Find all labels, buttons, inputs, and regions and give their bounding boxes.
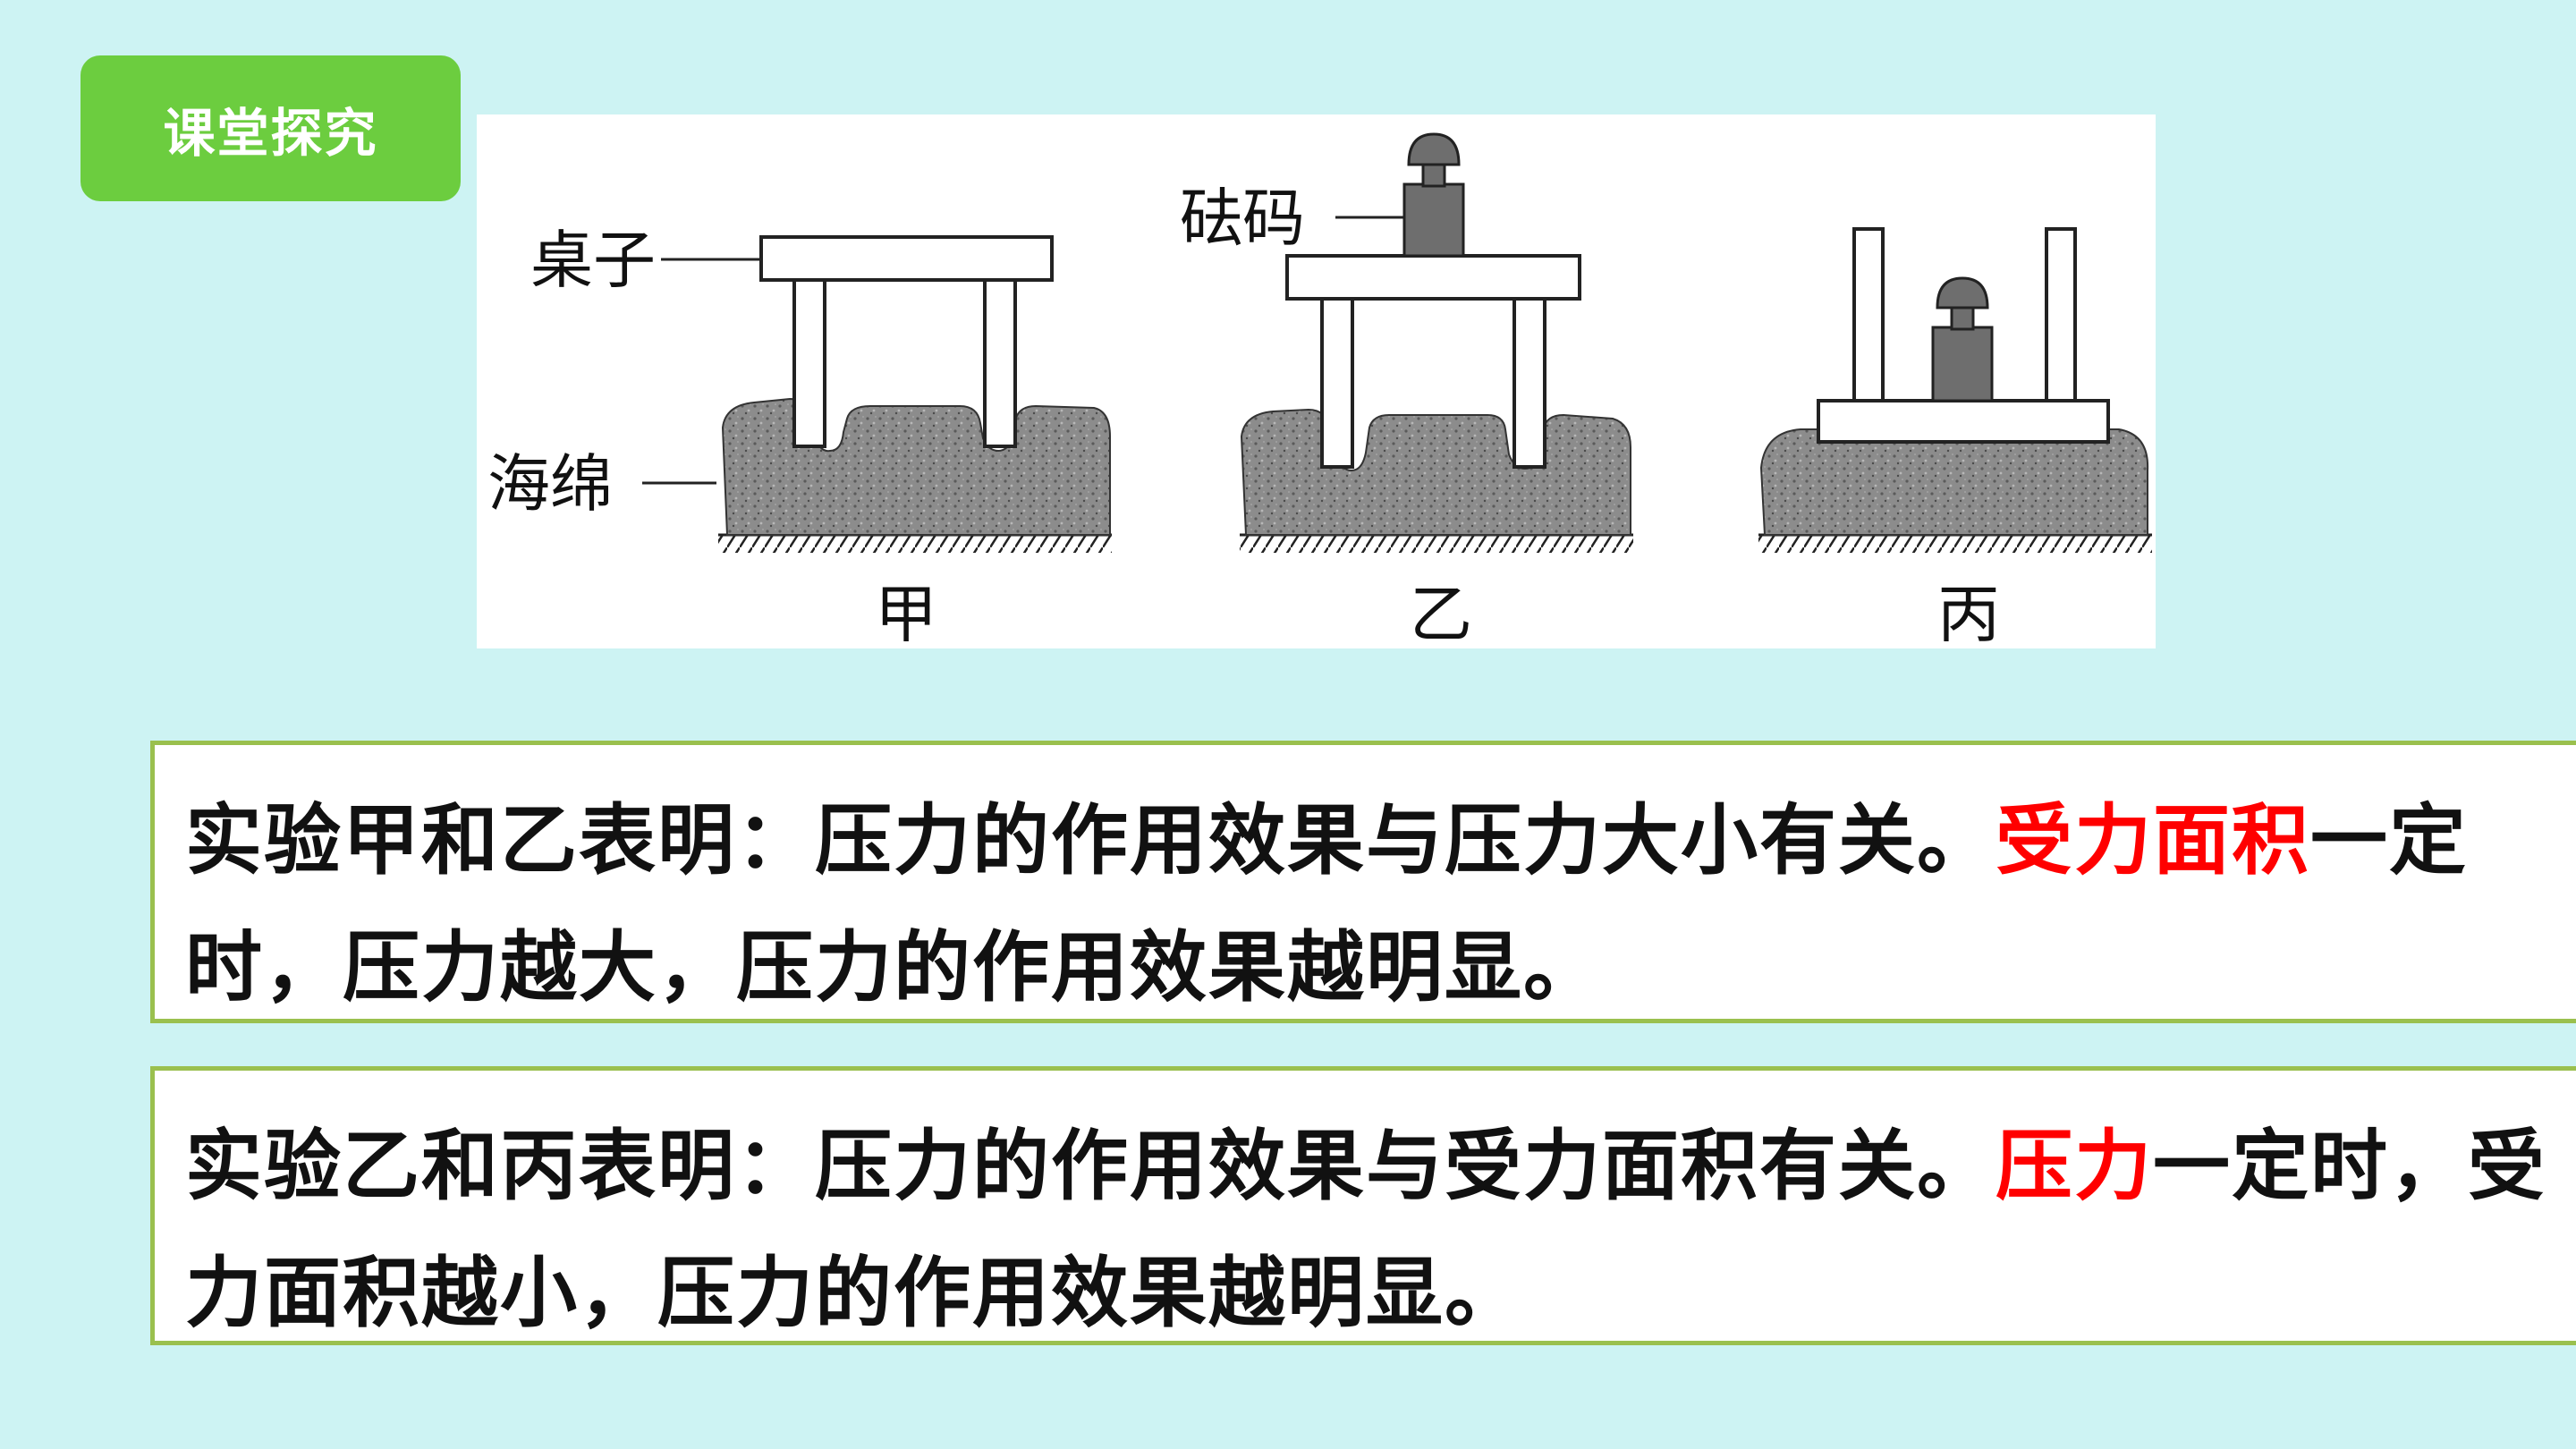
- ground-b: [1240, 535, 1633, 553]
- conclusion-1-rest: 一定时，压力越大，压力的作用效果越明显。: [185, 796, 2468, 1013]
- setup-c: 丙: [1758, 227, 2152, 648]
- table-leg-c1: [1852, 227, 1885, 402]
- section-tag: 课堂探究: [80, 55, 461, 201]
- ground-a: [718, 535, 1112, 553]
- conclusion-text-2: 实验乙和丙表明：压力的作用效果与受力面积有关。压力一定时，受力面积越小，压力的作…: [185, 1103, 2564, 1357]
- setup-a: 桌子 海绵 甲: [487, 224, 1112, 648]
- weight-body-c: [1931, 326, 1994, 402]
- sponge-c: [1759, 428, 2149, 536]
- weight-knob-c: [1936, 276, 1989, 309]
- table-leg-a2: [983, 278, 1017, 448]
- conclusion-1-main: 实验甲和乙表明：压力的作用效果与压力大小有关。: [185, 796, 1996, 886]
- label-case-a: 甲: [875, 578, 937, 648]
- conclusion-2-highlight: 压力: [1996, 1122, 2153, 1211]
- experiment-figure: 桌子 海绵 甲 砝码 乙: [477, 114, 2156, 648]
- table-top-b: [1285, 254, 1581, 301]
- table-leg-b2: [1513, 297, 1546, 469]
- label-case-c: 丙: [1937, 578, 2000, 648]
- experiment-diagram: 桌子 海绵 甲 砝码 乙: [487, 132, 2152, 648]
- label-case-b: 乙: [1410, 578, 1472, 648]
- label-table: 桌子: [530, 224, 656, 297]
- conclusion-text-1: 实验甲和乙表明：压力的作用效果与压力大小有关。受力面积一定时，压力越大，压力的作…: [185, 777, 2564, 1031]
- conclusion-2-rest: 一定时，受力面积越小，压力的作用效果越明显。: [185, 1122, 2546, 1338]
- sponge-b: [1240, 408, 1631, 536]
- table-leg-c2: [2045, 227, 2077, 402]
- label-weight: 砝码: [1180, 182, 1305, 255]
- conclusion-2-main: 实验乙和丙表明：压力的作用效果与受力面积有关。: [185, 1122, 1996, 1211]
- table-leg-b1: [1320, 297, 1354, 469]
- weight-body-b: [1402, 182, 1465, 258]
- conclusion-1-highlight: 受力面积: [1996, 796, 2310, 886]
- conclusion-box-1: 实验甲和乙表明：压力的作用效果与压力大小有关。受力面积一定时，压力越大，压力的作…: [150, 741, 2576, 1023]
- sponge-a: [721, 397, 1111, 536]
- conclusion-box-2: 实验乙和丙表明：压力的作用效果与受力面积有关。压力一定时，受力面积越小，压力的作…: [150, 1066, 2576, 1345]
- setup-b: 砝码 乙: [1180, 132, 1633, 648]
- table-top-a: [759, 235, 1054, 282]
- table-top-c: [1817, 399, 2110, 444]
- weight-knob-b: [1407, 132, 1461, 166]
- label-sponge: 海绵: [487, 447, 613, 521]
- ground-c: [1758, 535, 2152, 553]
- table-leg-a1: [792, 278, 826, 448]
